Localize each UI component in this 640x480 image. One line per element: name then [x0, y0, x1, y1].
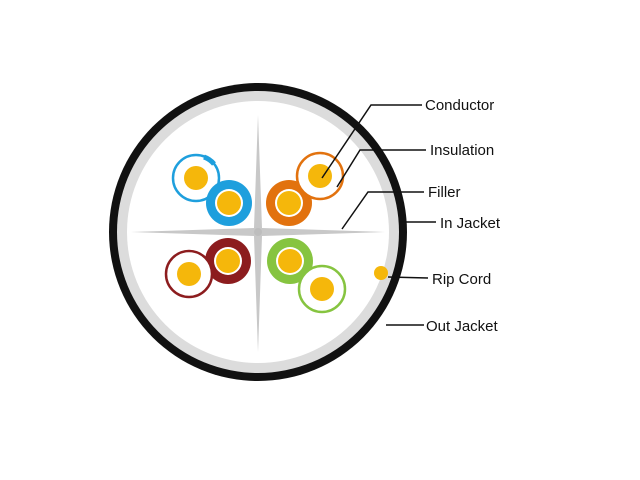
label-out-jacket: Out Jacket	[426, 318, 499, 335]
conductor-green-white	[310, 277, 334, 301]
wire-blue	[206, 180, 252, 226]
rip-cord	[374, 266, 388, 280]
conductor-blue-white	[184, 166, 208, 190]
leader-conductor	[321, 104, 422, 179]
pair-green	[267, 238, 347, 314]
leader-rip-cord	[387, 276, 429, 279]
conductor-brown	[216, 249, 240, 273]
wire-orange-white	[295, 151, 345, 201]
label-filler: Filler	[428, 184, 461, 201]
conductor-green	[278, 249, 302, 273]
conductor-orange	[277, 191, 301, 215]
label-conductor: Conductor	[425, 97, 494, 114]
wire-brown	[205, 238, 251, 284]
wire-brown-white	[164, 249, 214, 299]
conductor-brown-white	[177, 262, 201, 286]
wire-blue-white	[171, 153, 221, 203]
label-in-jacket: In Jacket	[440, 215, 501, 232]
conductor-orange-white	[308, 164, 332, 188]
pair-blue	[171, 153, 252, 226]
pair-brown	[164, 238, 251, 299]
conductor-blue	[217, 191, 241, 215]
label-rip-cord: Rip Cord	[432, 271, 491, 288]
leader-insulation	[336, 149, 426, 188]
leader-lines	[321, 104, 436, 326]
wire-orange	[266, 180, 312, 226]
label-insulation: Insulation	[430, 142, 494, 159]
wire-green-white	[297, 264, 347, 314]
leader-filler	[341, 191, 424, 230]
cross-filler-center	[254, 228, 262, 236]
wire-green	[267, 238, 313, 284]
